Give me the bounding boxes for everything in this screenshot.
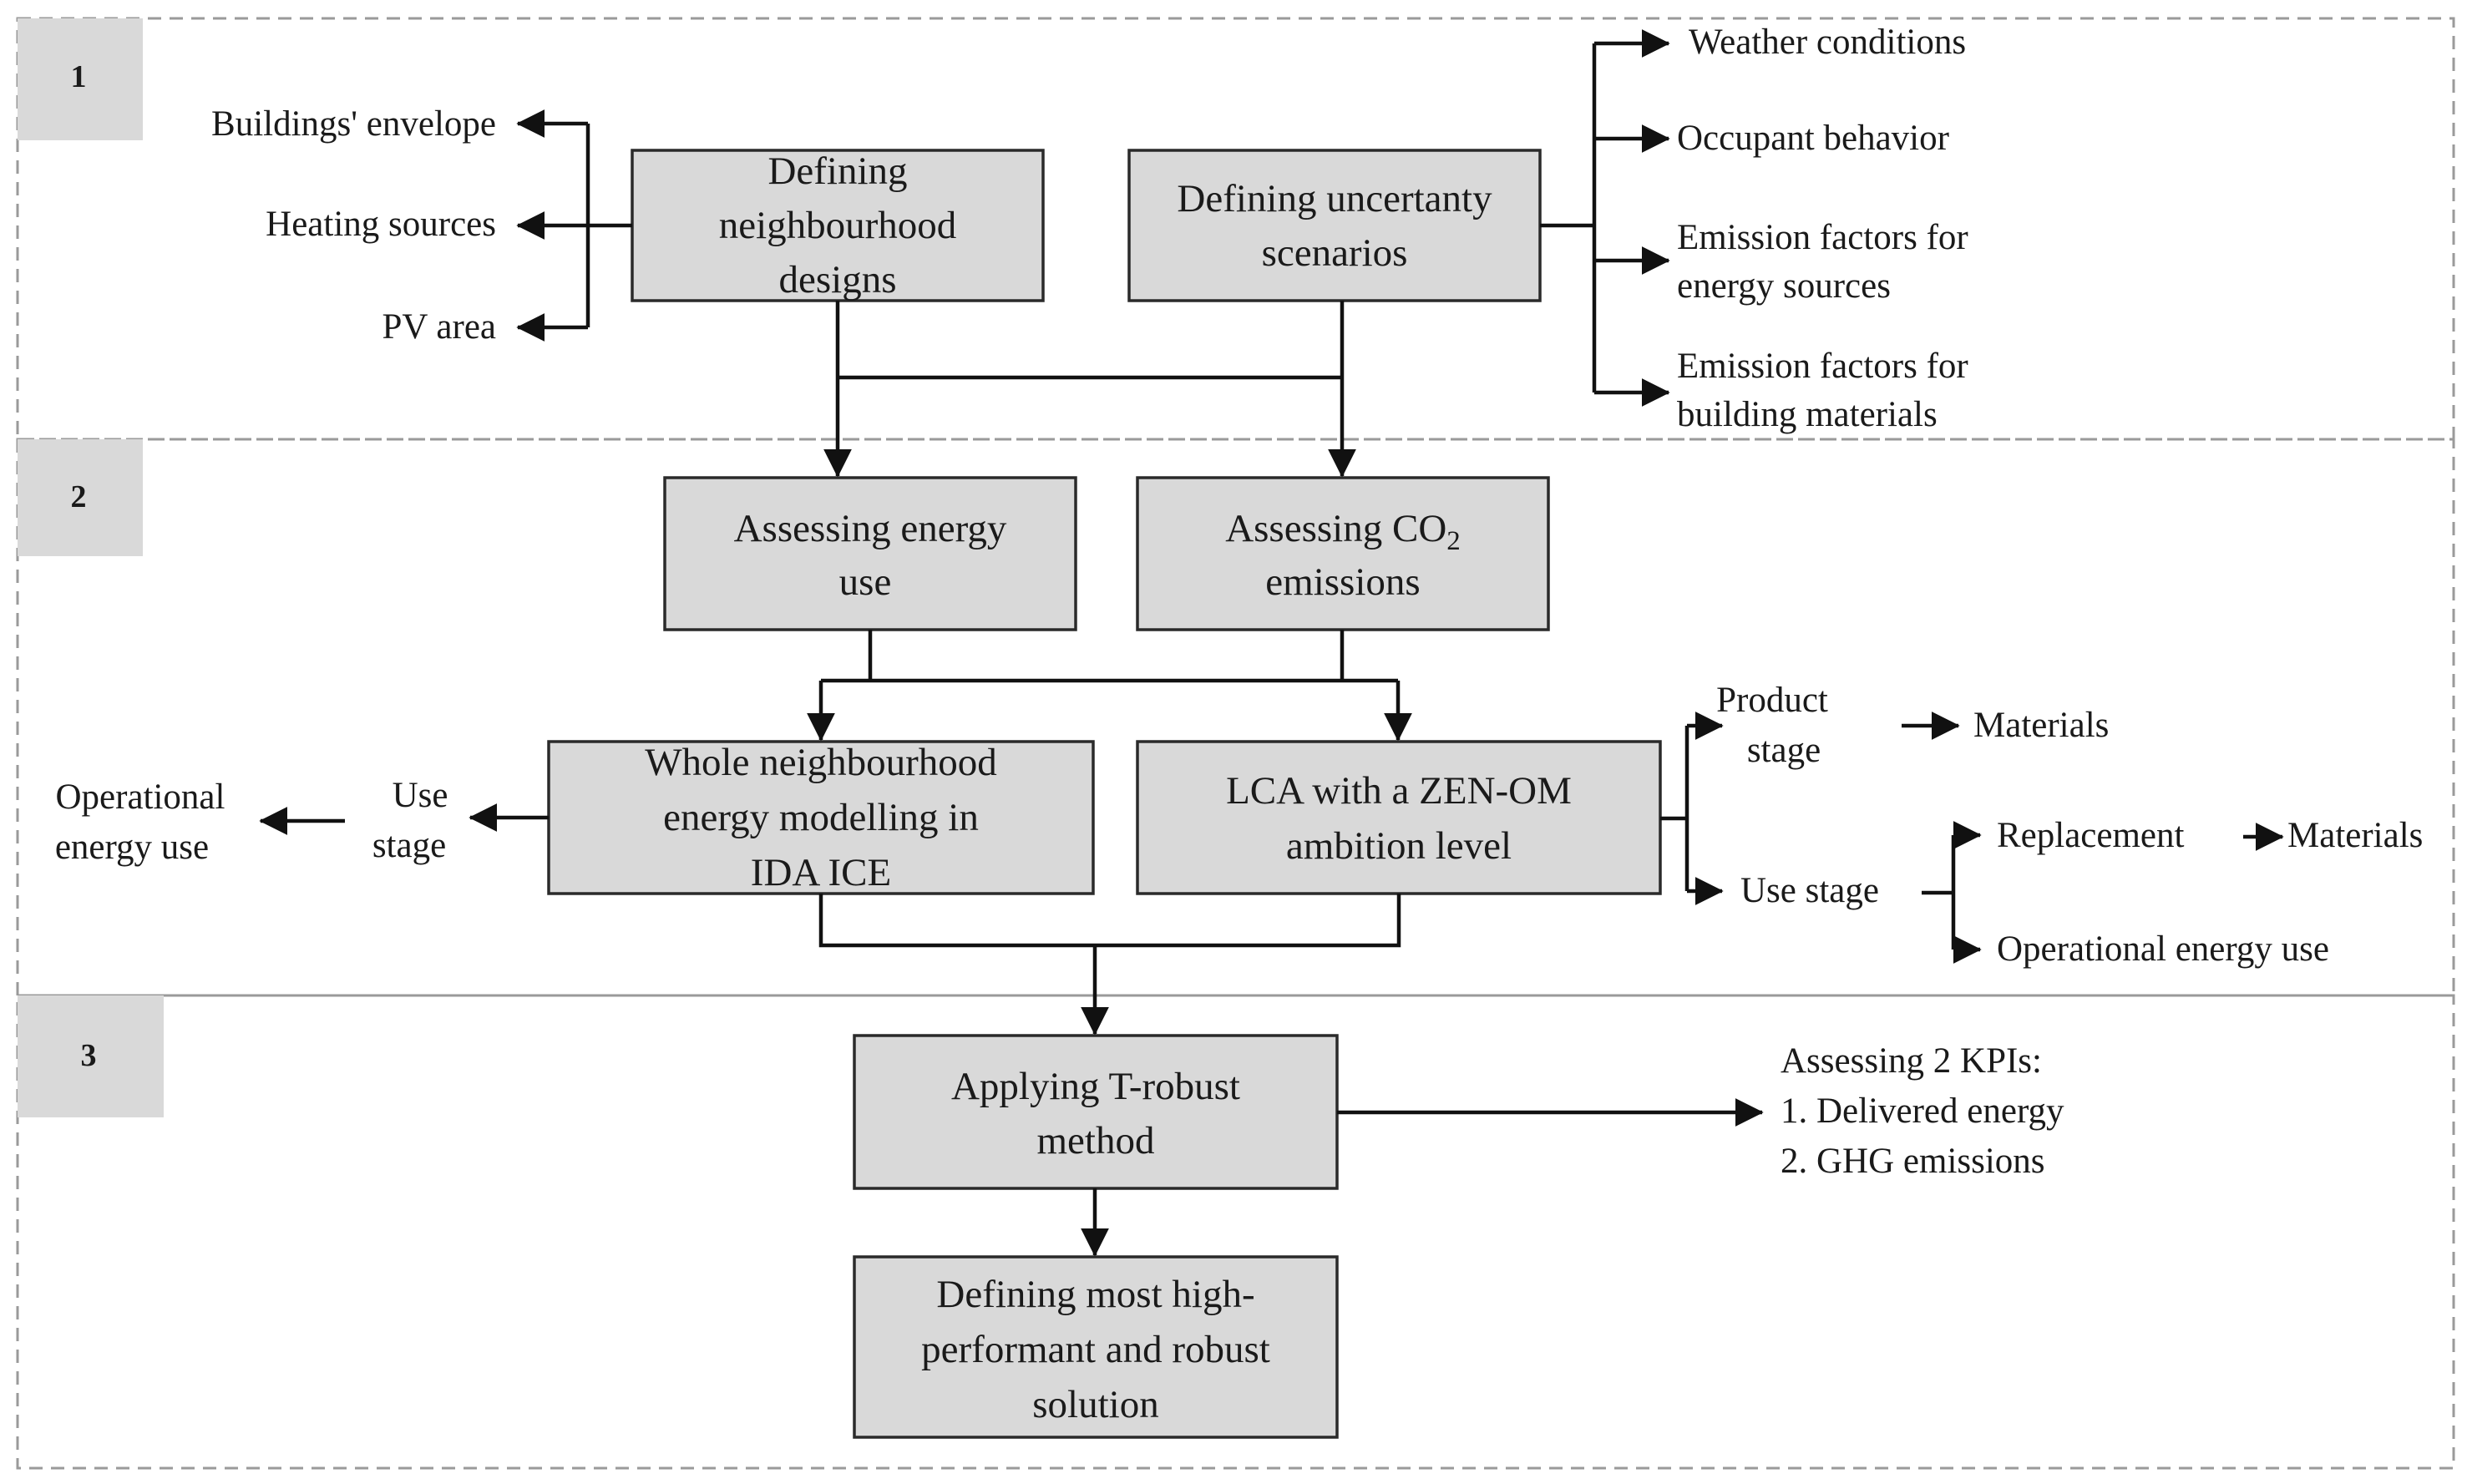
section-3-number: 3 [81,1038,97,1073]
section-2-tab [18,439,143,556]
section-1-number: 1 [71,59,87,94]
most-robust-line-3: solution [1032,1383,1158,1426]
whole-neighbourhood-box [547,740,1095,895]
ef-materials-line-2: building materials [1677,395,1938,434]
defining-uncertainty-line-1: Defining uncertanty [1177,177,1492,220]
defining-designs-line-2: neighbourhood [719,204,957,247]
lca-branch-connector [1660,726,1689,891]
section-3-frame [16,994,2455,1470]
uncertainty-params-connector [1540,43,1597,393]
use-stage-line-1: Use [393,776,448,815]
lca-use-stage-label: Use stage [1740,871,1879,910]
section-2-frame [16,438,2455,997]
whole-neighbourhood-stem [818,894,1095,948]
defining-designs-line-1: Defining [767,149,907,193]
ef-materials-line-1: Emission factors for [1677,347,1968,386]
whole-neighbourhood-line-1: Whole neighbourhood [645,741,997,784]
kpis-heading: Assessing 2 KPIs: [1781,1041,2042,1081]
buildings-envelope-label: Buildings' envelope [211,104,496,144]
use-stage-line-2: stage [372,826,446,865]
assessing-co2-text: Assessing CO [1225,507,1446,550]
lca-stem [1095,894,1401,948]
most-robust-line-1: Defining most high- [936,1273,1254,1316]
assessing-energy-box [663,476,1077,631]
assessing-co2-box [1136,476,1550,631]
co2-subscript: 2 [1446,526,1461,556]
lca-box [1136,740,1662,895]
section-1-frame [16,17,2455,441]
t-robust-box [853,1034,1339,1190]
section-3-tab [18,995,164,1117]
kpi-delivered-energy: 1. Delivered energy [1781,1091,2064,1131]
product-stage-line-1: Product [1716,681,1828,720]
replacement-materials-label: Materials [2287,816,2423,855]
pv-area-label: PV area [382,307,496,347]
most-robust-line-2: performant and robust [921,1328,1270,1371]
whole-neighbourhood-line-2: energy modelling in [663,796,979,839]
weather-label: Weather conditions [1689,23,1966,62]
heating-sources-label: Heating sources [266,205,496,244]
defining-uncertainty-line-2: scenarios [1262,231,1408,275]
operational-energy-use-label: Operational energy use [1997,929,2329,969]
lca-line-1: LCA with a ZEN-OM [1226,769,1572,813]
materials-label: Materials [1973,706,2109,745]
defining-designs-line-3: designs [779,258,897,301]
operational-line-2: energy use [55,828,209,867]
design-params-connector [585,124,632,327]
occupant-label: Occupant behavior [1677,119,1949,158]
whole-neighbourhood-line-3: IDA ICE [751,851,891,894]
assessing-co2-line-2: emissions [1265,560,1420,604]
operational-line-1: Operational [56,777,225,817]
product-stage-line-2: stage [1747,731,1821,770]
replacement-label: Replacement [1997,816,2185,855]
t-robust-line-1: Applying T-robust [951,1065,1240,1108]
assessing-co2-line-1: Assessing CO2 [1225,507,1461,556]
section-1-tab [18,18,143,140]
most-robust-box [853,1255,1339,1439]
ef-energy-line-1: Emission factors for [1677,218,1968,257]
kpi-ghg-emissions: 2. GHG emissions [1781,1142,2045,1181]
assessing-energy-line-1: Assessing energy [734,507,1007,550]
ef-energy-line-2: energy sources [1677,266,1891,306]
section-2-number: 2 [71,479,87,514]
defining-uncertainty-box [1127,149,1542,302]
defining-designs-box [631,149,1045,302]
assessing-energy-line-2: use [839,560,892,604]
t-robust-line-2: method [1037,1119,1155,1162]
lca-line-2: ambition level [1286,824,1512,868]
use-stage-branch-connector [1922,835,1956,950]
